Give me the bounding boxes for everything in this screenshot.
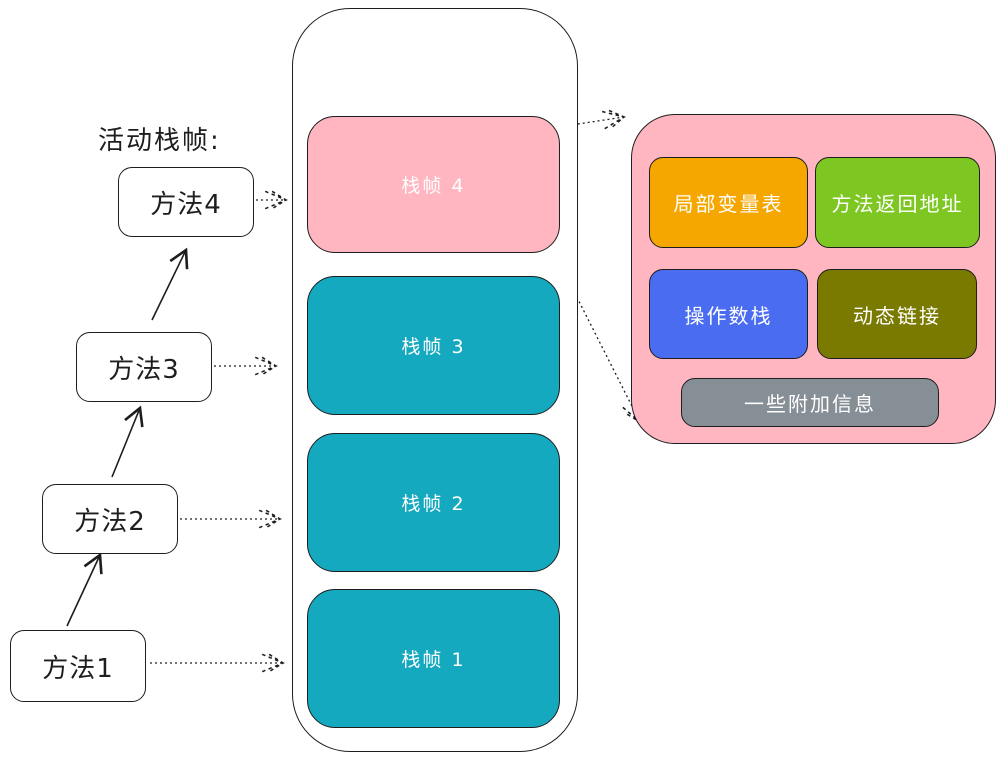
return-address: 方法返回地址 (815, 157, 980, 248)
stack-frame-3: 栈帧 3 (307, 276, 560, 415)
active-frames-label: 活动栈帧: (98, 126, 221, 156)
call-arrow-3-4 (151, 247, 189, 321)
stack-frame-1-label: 栈帧 1 (401, 649, 466, 671)
additional-info-label: 一些附加信息 (744, 392, 876, 416)
operand-stack: 操作数栈 (649, 269, 808, 359)
operand-stack-label: 操作数栈 (684, 303, 773, 328)
local-variable-table: 局部变量表 (649, 157, 808, 248)
method-2-box: 方法2 (42, 484, 178, 554)
dynamic-linking-label: 动态链接 (853, 303, 941, 328)
method-2-label: 方法2 (74, 506, 146, 537)
stack-frame-3-label: 栈帧 3 (401, 336, 466, 358)
call-arrow-1-2 (66, 552, 103, 627)
method-1-box: 方法1 (10, 630, 146, 702)
method-3-box: 方法3 (76, 332, 212, 402)
dynamic-linking: 动态链接 (817, 269, 977, 359)
return-address-label: 方法返回地址 (831, 192, 964, 216)
method-4-label: 方法4 (150, 189, 222, 220)
stack-frame-4-label: 栈帧 4 (401, 175, 466, 197)
method-3-label: 方法3 (108, 354, 180, 385)
stack-frame-2-label: 栈帧 2 (401, 493, 466, 515)
stack-frame-2: 栈帧 2 (307, 433, 560, 572)
stack-frame-1: 栈帧 1 (307, 589, 560, 728)
stack-frame-4: 栈帧 4 (307, 116, 560, 253)
local-variable-table-label: 局部变量表 (673, 192, 784, 216)
method-1-label: 方法1 (42, 653, 114, 684)
additional-info: 一些附加信息 (681, 378, 939, 427)
call-arrow-2-3 (111, 405, 144, 478)
method-4-box: 方法4 (118, 167, 254, 237)
